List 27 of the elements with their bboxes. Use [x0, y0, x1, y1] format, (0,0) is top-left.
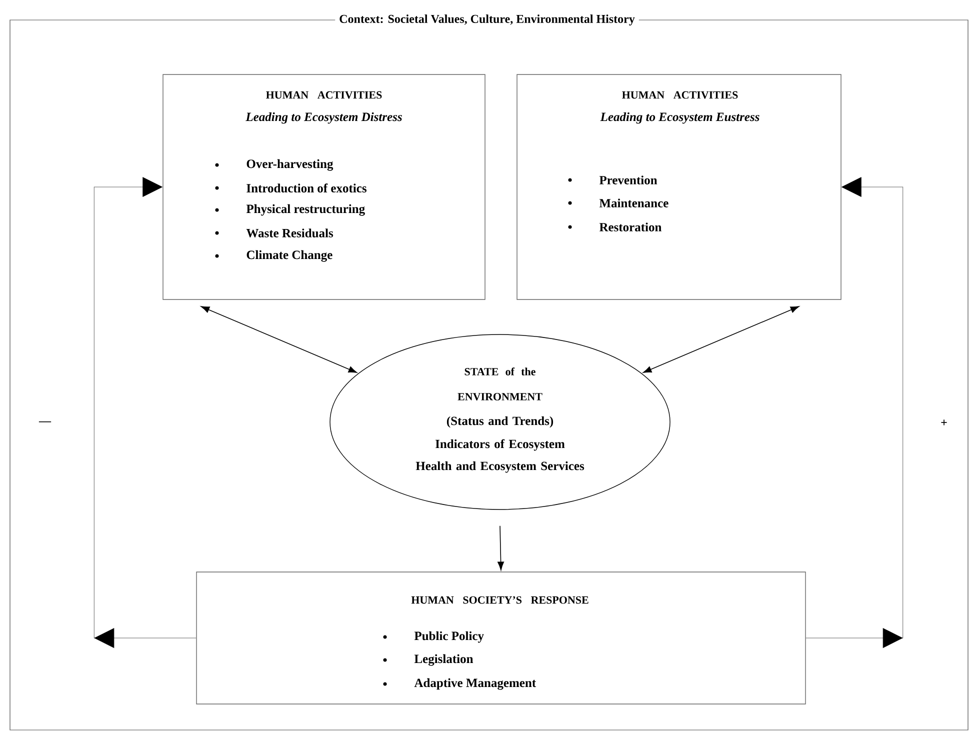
box-heading: HUMAN SOCIETY’S RESPONSE — [411, 596, 588, 604]
sign-label: + — [941, 420, 947, 426]
bullet-item: Introduction of exotics — [215, 184, 366, 192]
ellipse-heading: STATE of the ENVIRONMENT — [458, 368, 542, 400]
bullet-item: Maintenance — [568, 198, 668, 208]
ellipse-text: Indicators of Ecosystem Health and Ecosystem Services — [416, 439, 584, 473]
ellipse-text: (Status and Trends) — [446, 416, 554, 428]
bullet-item: Physical restructuring — [215, 204, 365, 216]
box-subtitle: Leading to Ecosystem Eustress — [600, 112, 760, 124]
bullet-item: Public Policy — [383, 631, 484, 643]
feedback-arrow — [806, 177, 904, 648]
box-subtitle: Leading to Ecosystem Distress — [246, 112, 402, 124]
arrow — [498, 525, 504, 570]
feedback-arrow — [94, 177, 196, 648]
arrow — [200, 306, 358, 373]
bullet-item: Restoration — [568, 222, 662, 232]
bullet-item: Climate Change — [215, 250, 332, 262]
bullet-item: Prevention — [568, 176, 658, 184]
frame-title: Context: Societal Values, Culture, Environmental History — [335, 10, 639, 30]
bullet-item: Legislation — [383, 654, 474, 666]
box-heading: HUMAN ACTIVITIES — [622, 91, 738, 99]
arrow — [642, 306, 800, 373]
bullet-item: Waste Residuals — [215, 228, 334, 238]
sign-label: — — [38, 421, 52, 422]
box-heading: HUMAN ACTIVITIES — [266, 91, 382, 99]
bullet-item: Over-harvesting — [215, 159, 334, 171]
bullet-item: Adaptive Management — [383, 678, 536, 690]
